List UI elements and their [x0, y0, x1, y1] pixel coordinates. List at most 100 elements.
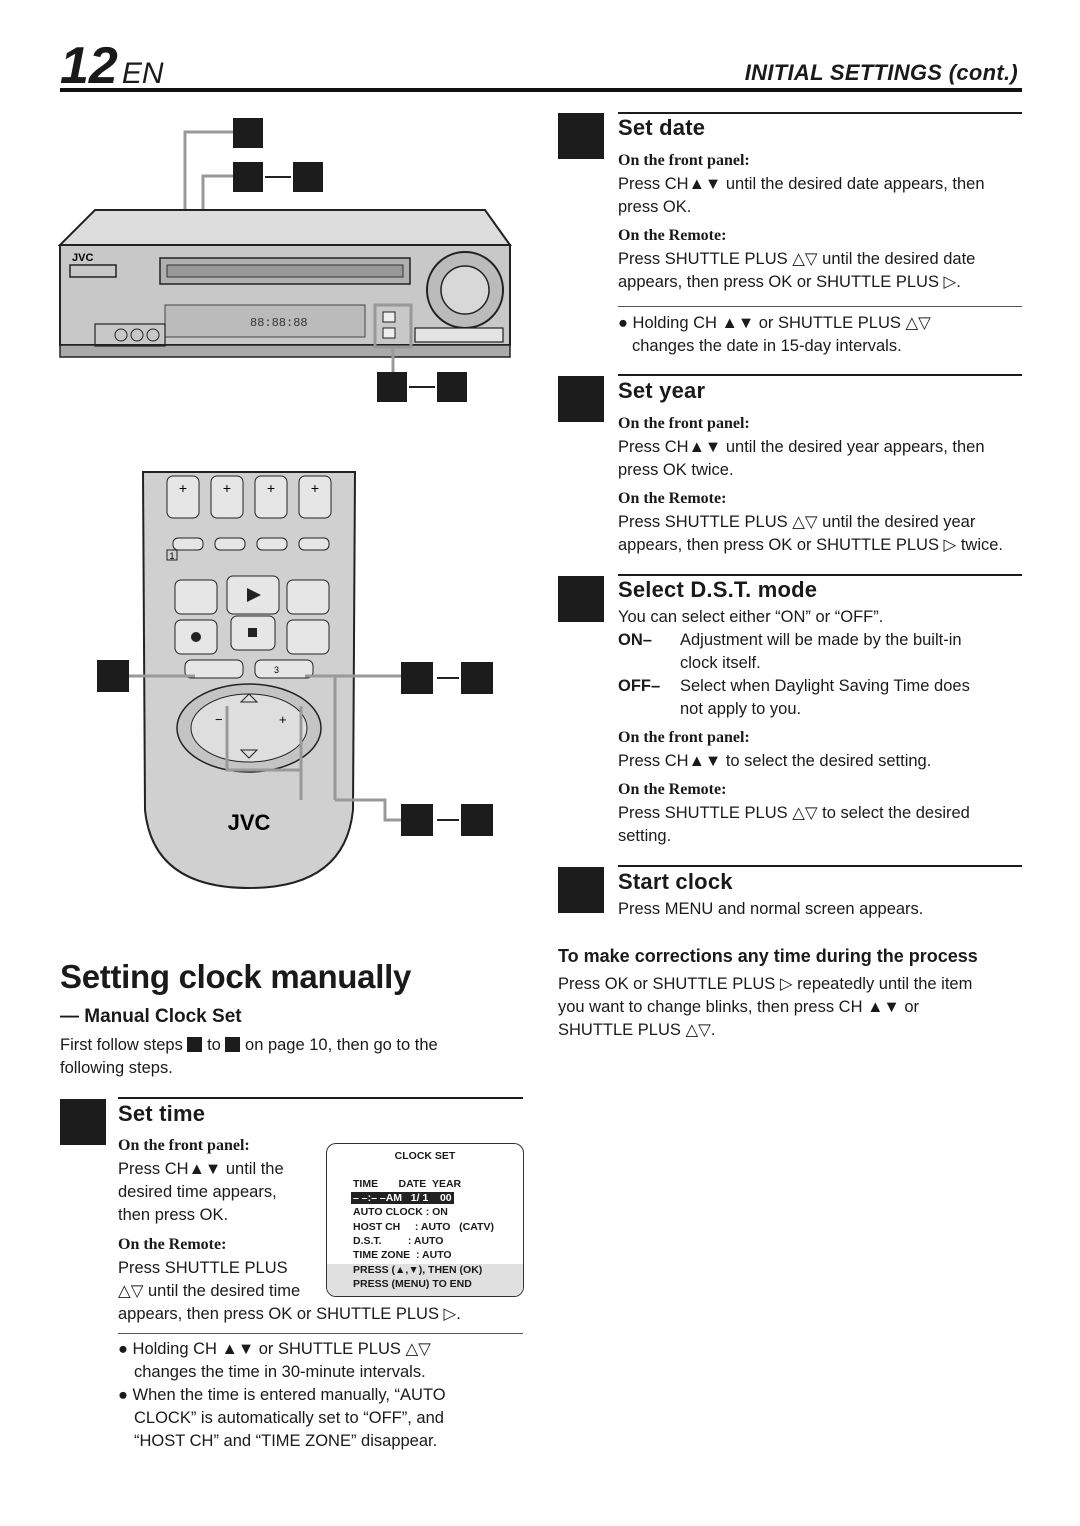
section-subheading: — Manual Clock Set	[60, 1006, 242, 1027]
osd-header-row: TIME DATE YEAR	[353, 1178, 462, 1190]
body-text: setting.	[618, 827, 672, 845]
svg-text:+: +	[279, 712, 287, 727]
vcr-brand-logo: JVC	[72, 252, 93, 264]
remote-control: + + + + 1 3 − + JVC	[141, 471, 357, 890]
osd-title: CLOCK SET	[394, 1150, 456, 1162]
step-marker	[401, 662, 433, 694]
step-marker	[60, 1099, 106, 1145]
body-text: clock itself.	[680, 654, 761, 672]
body-text: then press OK.	[118, 1206, 229, 1224]
body-text: Press SHUTTLE PLUS	[118, 1259, 288, 1277]
body-text: Adjustment will be made by the built-in	[680, 631, 962, 649]
note-text: changes the time in 30-minute intervals.	[134, 1363, 426, 1381]
section-title-dst: Select D.S.T. mode	[618, 577, 818, 602]
section-heading: Setting clock manually	[60, 958, 412, 995]
body-text: Press SHUTTLE PLUS △▽ until the desired …	[618, 513, 976, 531]
note-text: ● When the time is entered manually, “AU…	[118, 1386, 446, 1404]
option-key-off: OFF–	[618, 677, 661, 695]
step-marker	[558, 376, 604, 422]
step-marker	[97, 660, 129, 692]
step-marker	[558, 867, 604, 913]
step-marker	[437, 372, 467, 402]
body-text: SHUTTLE PLUS △▽.	[558, 1021, 716, 1039]
osd-instruction: PRESS (▲,▼), THEN (OK)	[353, 1264, 483, 1276]
svg-text:+: +	[179, 480, 187, 496]
vcr-and-remote-illustration: JVC 88:88:88 + + + +	[57, 118, 512, 890]
section-rule	[118, 1097, 523, 1099]
intro-text: following steps.	[60, 1059, 173, 1077]
osd-auto-clock: AUTO CLOCK : ON	[353, 1206, 448, 1218]
step-marker	[377, 372, 407, 402]
body-text: △▽ until the desired time	[118, 1282, 301, 1300]
remote-label: On the Remote:	[618, 781, 727, 798]
step-marker	[187, 1037, 203, 1052]
remote-label: On the Remote:	[618, 490, 727, 507]
language-tag: EN	[121, 57, 164, 90]
note-text: CLOCK” is automatically set to “OFF”, an…	[134, 1409, 444, 1427]
front-panel-label: On the front panel:	[618, 415, 750, 432]
clock-set-screen: CLOCK SET TIME DATE YEAR – –:– –AM 1/ 1 …	[326, 1143, 524, 1297]
osd-value-row: – –:– –AM 1/ 1 00	[351, 1192, 454, 1204]
header-rule	[60, 88, 1022, 92]
remote-brand-logo: JVC	[228, 810, 271, 835]
osd-footer-band	[327, 1264, 523, 1296]
body-text: Press CH▲▼ until the	[118, 1160, 284, 1178]
step-marker	[401, 804, 433, 836]
section-title-set-date: Set date	[618, 115, 706, 140]
remote-marker-label: 3	[274, 665, 279, 675]
osd-instruction: PRESS (MENU) TO END	[353, 1278, 472, 1290]
option-key-on: ON–	[618, 631, 652, 649]
body-text: you want to change blinks, then press CH…	[558, 998, 920, 1016]
step-marker	[233, 162, 263, 192]
section-title-start-clock: Start clock	[618, 869, 733, 894]
svg-text:+: +	[311, 480, 319, 496]
step-marker	[558, 113, 604, 159]
body-text: appears, then press OK or SHUTTLE PLUS ▷…	[118, 1305, 461, 1323]
body-text: Press MENU and normal screen appears.	[618, 900, 924, 918]
svg-text:+: +	[223, 480, 231, 496]
body-text: Press CH▲▼ until the desired date appear…	[618, 175, 985, 193]
body-text: not apply to you.	[680, 700, 802, 718]
body-text: appears, then press OK or SHUTTLE PLUS ▷…	[618, 273, 961, 291]
svg-text:+: +	[267, 480, 275, 496]
intro-text: First follow steps to on page 10, then g…	[60, 1036, 438, 1054]
osd-host-ch: HOST CH : AUTO (CATV)	[353, 1221, 494, 1233]
step-marker	[225, 1037, 241, 1052]
corrections-heading: To make corrections any time during the …	[558, 946, 978, 966]
section-title-set-year: Set year	[618, 378, 706, 403]
step-marker	[233, 118, 263, 148]
body-text: press OK.	[618, 198, 692, 216]
body-text: Select when Daylight Saving Time does	[680, 677, 970, 695]
note-text: “HOST CH” and “TIME ZONE” disappear.	[134, 1432, 438, 1450]
remote-marker-label: 1	[169, 551, 174, 561]
front-panel-label: On the front panel:	[118, 1137, 250, 1154]
step-marker	[293, 162, 323, 192]
osd-dst: D.S.T. : AUTO	[353, 1235, 444, 1247]
step-marker	[461, 804, 493, 836]
section-title-set-time: Set time	[118, 1101, 206, 1126]
divider	[118, 1333, 523, 1334]
step-marker	[558, 576, 604, 622]
section-rule	[618, 112, 1022, 114]
vcr-unit: JVC 88:88:88	[57, 209, 512, 358]
note-text: ● Holding CH ▲▼ or SHUTTLE PLUS △▽	[118, 1340, 431, 1358]
svg-text:88:88:88: 88:88:88	[250, 316, 308, 330]
body-text: Press CH▲▼ to select the desired setting…	[618, 752, 932, 770]
body-text: appears, then press OK or SHUTTLE PLUS ▷…	[618, 536, 1004, 554]
body-text: Press OK or SHUTTLE PLUS ▷ repeatedly un…	[558, 975, 973, 993]
section-rule	[618, 574, 1022, 576]
remote-label: On the Remote:	[618, 227, 727, 244]
svg-text:−: −	[215, 712, 223, 727]
remote-label: On the Remote:	[118, 1236, 227, 1253]
front-panel-label: On the front panel:	[618, 729, 750, 746]
note-text: ● Holding CH ▲▼ or SHUTTLE PLUS △▽	[618, 314, 931, 332]
body-text: press OK twice.	[618, 461, 734, 479]
section-rule	[618, 374, 1022, 376]
section-rule	[618, 865, 1022, 867]
osd-time-zone: TIME ZONE : AUTO	[353, 1249, 452, 1261]
body-text: You can select either “ON” or “OFF”.	[618, 608, 884, 626]
front-panel-label: On the front panel:	[618, 152, 750, 169]
body-text: Press CH▲▼ until the desired year appear…	[618, 438, 985, 456]
divider	[618, 306, 1022, 307]
